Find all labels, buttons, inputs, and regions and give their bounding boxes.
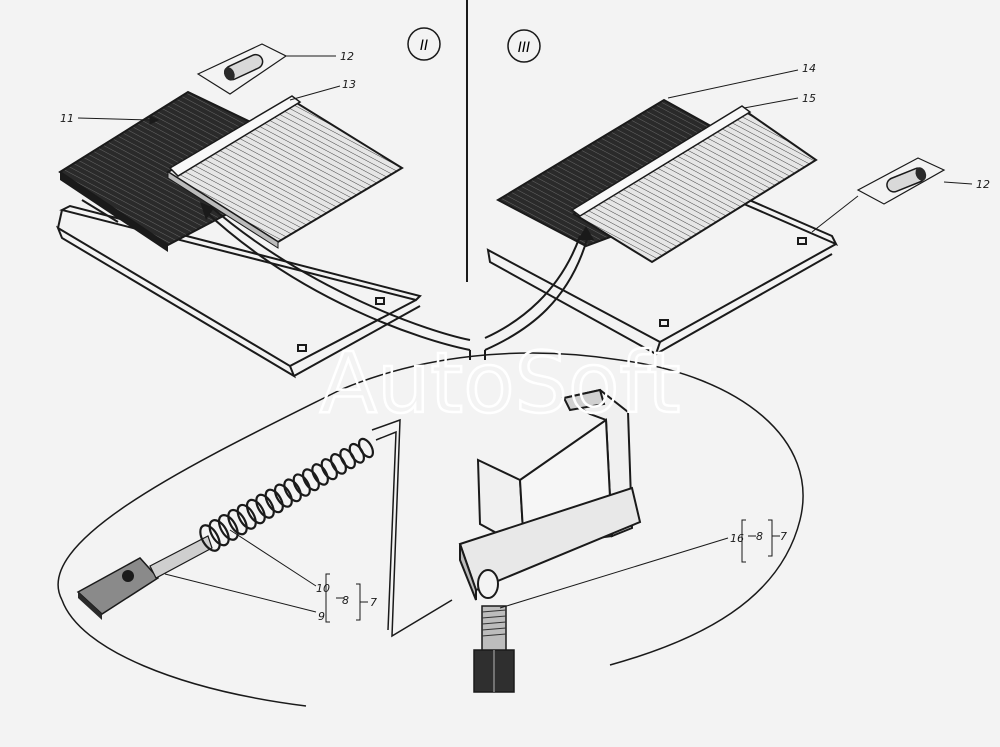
spring-coil <box>357 437 375 459</box>
spring-coil <box>236 503 257 530</box>
callout-16: 16 <box>730 532 744 545</box>
callout-7-left: 7 <box>370 596 377 609</box>
spring-coil <box>329 453 347 475</box>
callout-8-left: 8 <box>342 594 349 607</box>
left-pin-inset <box>196 43 336 95</box>
view-label-right-text: III <box>518 40 530 56</box>
connector-arrows <box>200 202 594 360</box>
callout-13: 13 <box>342 78 356 91</box>
callout-11: 11 <box>60 112 74 125</box>
right-light-plate <box>570 105 818 264</box>
bolt <box>473 605 515 693</box>
view-label-left: II <box>407 27 441 61</box>
callout-7-right: 7 <box>780 530 787 543</box>
spring-coil <box>217 514 239 541</box>
spring-coil <box>283 478 302 503</box>
spring-coil <box>208 519 230 547</box>
bracket <box>458 388 642 601</box>
spring-screw <box>76 437 375 620</box>
callout-14: 14 <box>802 62 816 75</box>
view-label-left-text: II <box>420 38 428 54</box>
spring-coil <box>245 498 266 525</box>
spring-coil <box>199 524 221 552</box>
view-label-right: III <box>507 29 541 63</box>
spring-coil <box>273 483 293 508</box>
spring-coil <box>255 493 275 519</box>
callout-labels: 11 12 13 14 15 12 10 9 8 7 16 8 7 <box>60 50 990 623</box>
watermark-text: AutoSoft <box>320 334 681 432</box>
spring-coil <box>320 458 338 481</box>
callout-8-right: 8 <box>756 530 763 543</box>
detail-outline <box>57 352 804 707</box>
spring-coil <box>264 488 284 514</box>
callout-12-left: 12 <box>340 50 354 63</box>
spring-coil <box>301 468 320 492</box>
callout-12-right: 12 <box>976 178 990 191</box>
spring-coil <box>311 463 329 486</box>
callout-15: 15 <box>802 92 816 105</box>
leader-lines <box>77 69 799 623</box>
callout-10: 10 <box>316 582 330 595</box>
spring-coils <box>199 437 375 552</box>
left-light-plate <box>166 95 404 249</box>
callout-9: 9 <box>318 610 325 623</box>
right-pin-inset <box>811 157 973 233</box>
spring-coil <box>292 473 311 497</box>
wire-element <box>371 418 453 638</box>
spring-coil <box>227 508 248 536</box>
